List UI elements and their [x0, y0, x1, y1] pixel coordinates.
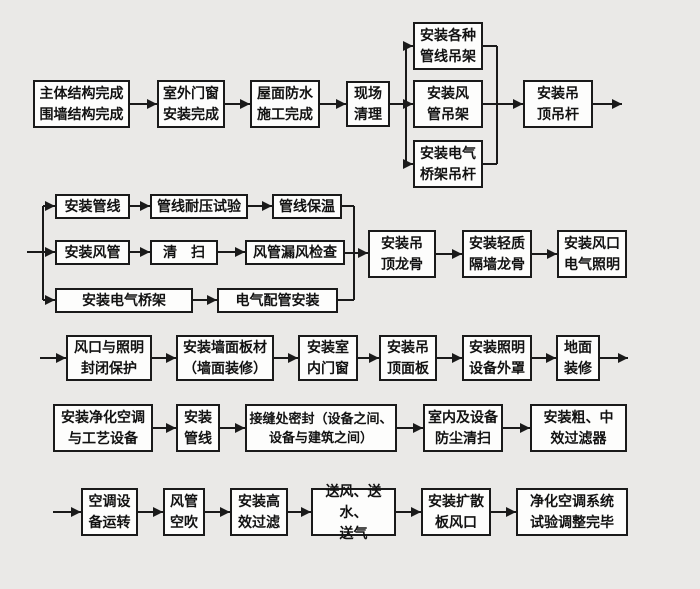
node-install-duct: 安装风管 — [55, 240, 130, 265]
node-diffuser-outlet: 安装扩散 板风口 — [421, 488, 491, 536]
row-1-connectors — [130, 41, 622, 169]
node-cleaning: 清 扫 — [150, 240, 218, 265]
node-site-clearing: 现场 清理 — [346, 81, 390, 127]
node-pipeline-insulation: 管线保温 — [272, 194, 342, 219]
node-ceiling-panels: 安装吊 顶面板 — [379, 335, 437, 381]
node-hepa-filter: 安装高 效过滤 — [230, 488, 288, 536]
node-wall-panels: 安装墙面板材 （墙面装修） — [176, 335, 274, 381]
node-partition-keel: 安装轻质 隔墙龙骨 — [462, 230, 532, 278]
node-air-water-supply: 送风、送水、 送气 — [311, 483, 396, 541]
node-floor-finish: 地面 装修 — [556, 335, 600, 381]
node-outlet-lighting: 安装风口 电气照明 — [557, 230, 627, 278]
node-install-cable-tray: 安装电气桥架 — [55, 288, 193, 313]
node-interior-doors: 安装室 内门窗 — [298, 335, 358, 381]
node-ac-operation: 空调设 备运转 — [81, 488, 138, 536]
node-electrical-conduit: 电气配管安装 — [217, 288, 338, 313]
node-exterior-doors: 室外门窗 安装完成 — [157, 80, 225, 128]
node-system-complete: 净化空调系统 试验调整完毕 — [516, 488, 628, 536]
node-duct-blow: 风管 空吹 — [163, 488, 205, 536]
node-joint-sealing: 接缝处密封（设备之间、 设备与建筑之间） — [245, 404, 397, 452]
node-install-pipeline: 安装管线 — [55, 194, 130, 219]
node-ceiling-keel: 安装吊 顶龙骨 — [368, 230, 436, 278]
node-purification-equipment: 安装净化空调 与工艺设备 — [53, 404, 153, 452]
node-coarse-filters: 安装粗、中 效过滤器 — [530, 404, 627, 452]
node-dust-cleaning: 室内及设备 防尘清扫 — [423, 404, 503, 452]
node-ceiling-rods: 安装吊 顶吊杆 — [523, 80, 593, 128]
node-outlet-protection: 风口与照明 封闭保护 — [66, 335, 152, 381]
node-lighting-covers: 安装照明 设备外罩 — [462, 335, 532, 381]
node-pipeline-pressure-test: 管线耐压试验 — [150, 194, 248, 219]
node-roof-waterproof: 屋面防水 施工完成 — [250, 80, 320, 128]
node-structure-complete: 主体结构完成 围墙结构完成 — [33, 80, 130, 128]
node-cable-tray-rods: 安装电气 桥架吊杆 — [413, 140, 483, 188]
node-duct-leak-check: 风管漏风检查 — [245, 240, 345, 265]
node-duct-hangers: 安装风 管吊架 — [413, 80, 483, 128]
row-2-connectors — [27, 201, 557, 305]
node-pipeline-hangers: 安装各种 管线吊架 — [413, 22, 483, 70]
node-install-piping: 安装 管线 — [176, 404, 220, 452]
